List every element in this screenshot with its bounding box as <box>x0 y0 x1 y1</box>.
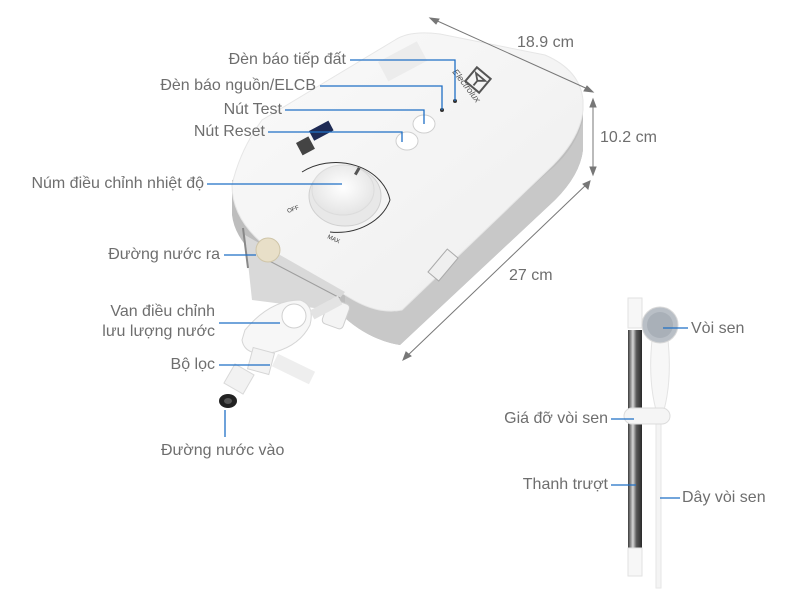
label-test-button: Nút Test <box>223 101 282 118</box>
label-shower-holder: Giá đỡ vòi sen <box>504 410 608 427</box>
label-water-inlet: Đường nước vào <box>161 442 285 459</box>
dimension-lines <box>402 17 597 362</box>
label-water-outlet: Đường nước ra <box>108 246 220 263</box>
dimension-height: 10.2 cm <box>600 129 657 146</box>
label-reset-button: Nút Reset <box>193 123 265 140</box>
callout-lines <box>207 59 688 499</box>
knob-max-marking: MAX <box>326 234 340 245</box>
label-temperature-knob: Núm điều chỉnh nhiệt độ <box>31 175 204 192</box>
label-ground-indicator: Đèn báo tiếp đất <box>228 51 346 68</box>
label-filter: Bộ lọc <box>170 356 215 373</box>
label-shower-hose: Dây vòi sen <box>682 489 766 506</box>
label-flow-valve-line1: Van điều chỉnh <box>110 303 215 320</box>
water-heater-body: Electrolux OFF MAX <box>219 32 584 408</box>
electrolux-logo <box>463 65 493 95</box>
label-flow-valve-line2: lưu lượng nước <box>102 323 215 340</box>
label-slide-bar: Thanh trượt <box>522 476 608 493</box>
label-power-elcb-indicator: Đèn báo nguồn/ELCB <box>160 77 316 94</box>
label-shower-head: Vòi sen <box>691 320 745 337</box>
dimension-width: 27 cm <box>509 267 553 284</box>
knob-off-marking: OFF <box>287 205 301 215</box>
dimension-depth: 18.9 cm <box>517 34 574 51</box>
valve-assembly <box>219 295 351 408</box>
water-outlet-fitting <box>242 227 281 269</box>
shower-set <box>623 297 679 589</box>
temperature-knob <box>308 164 382 227</box>
